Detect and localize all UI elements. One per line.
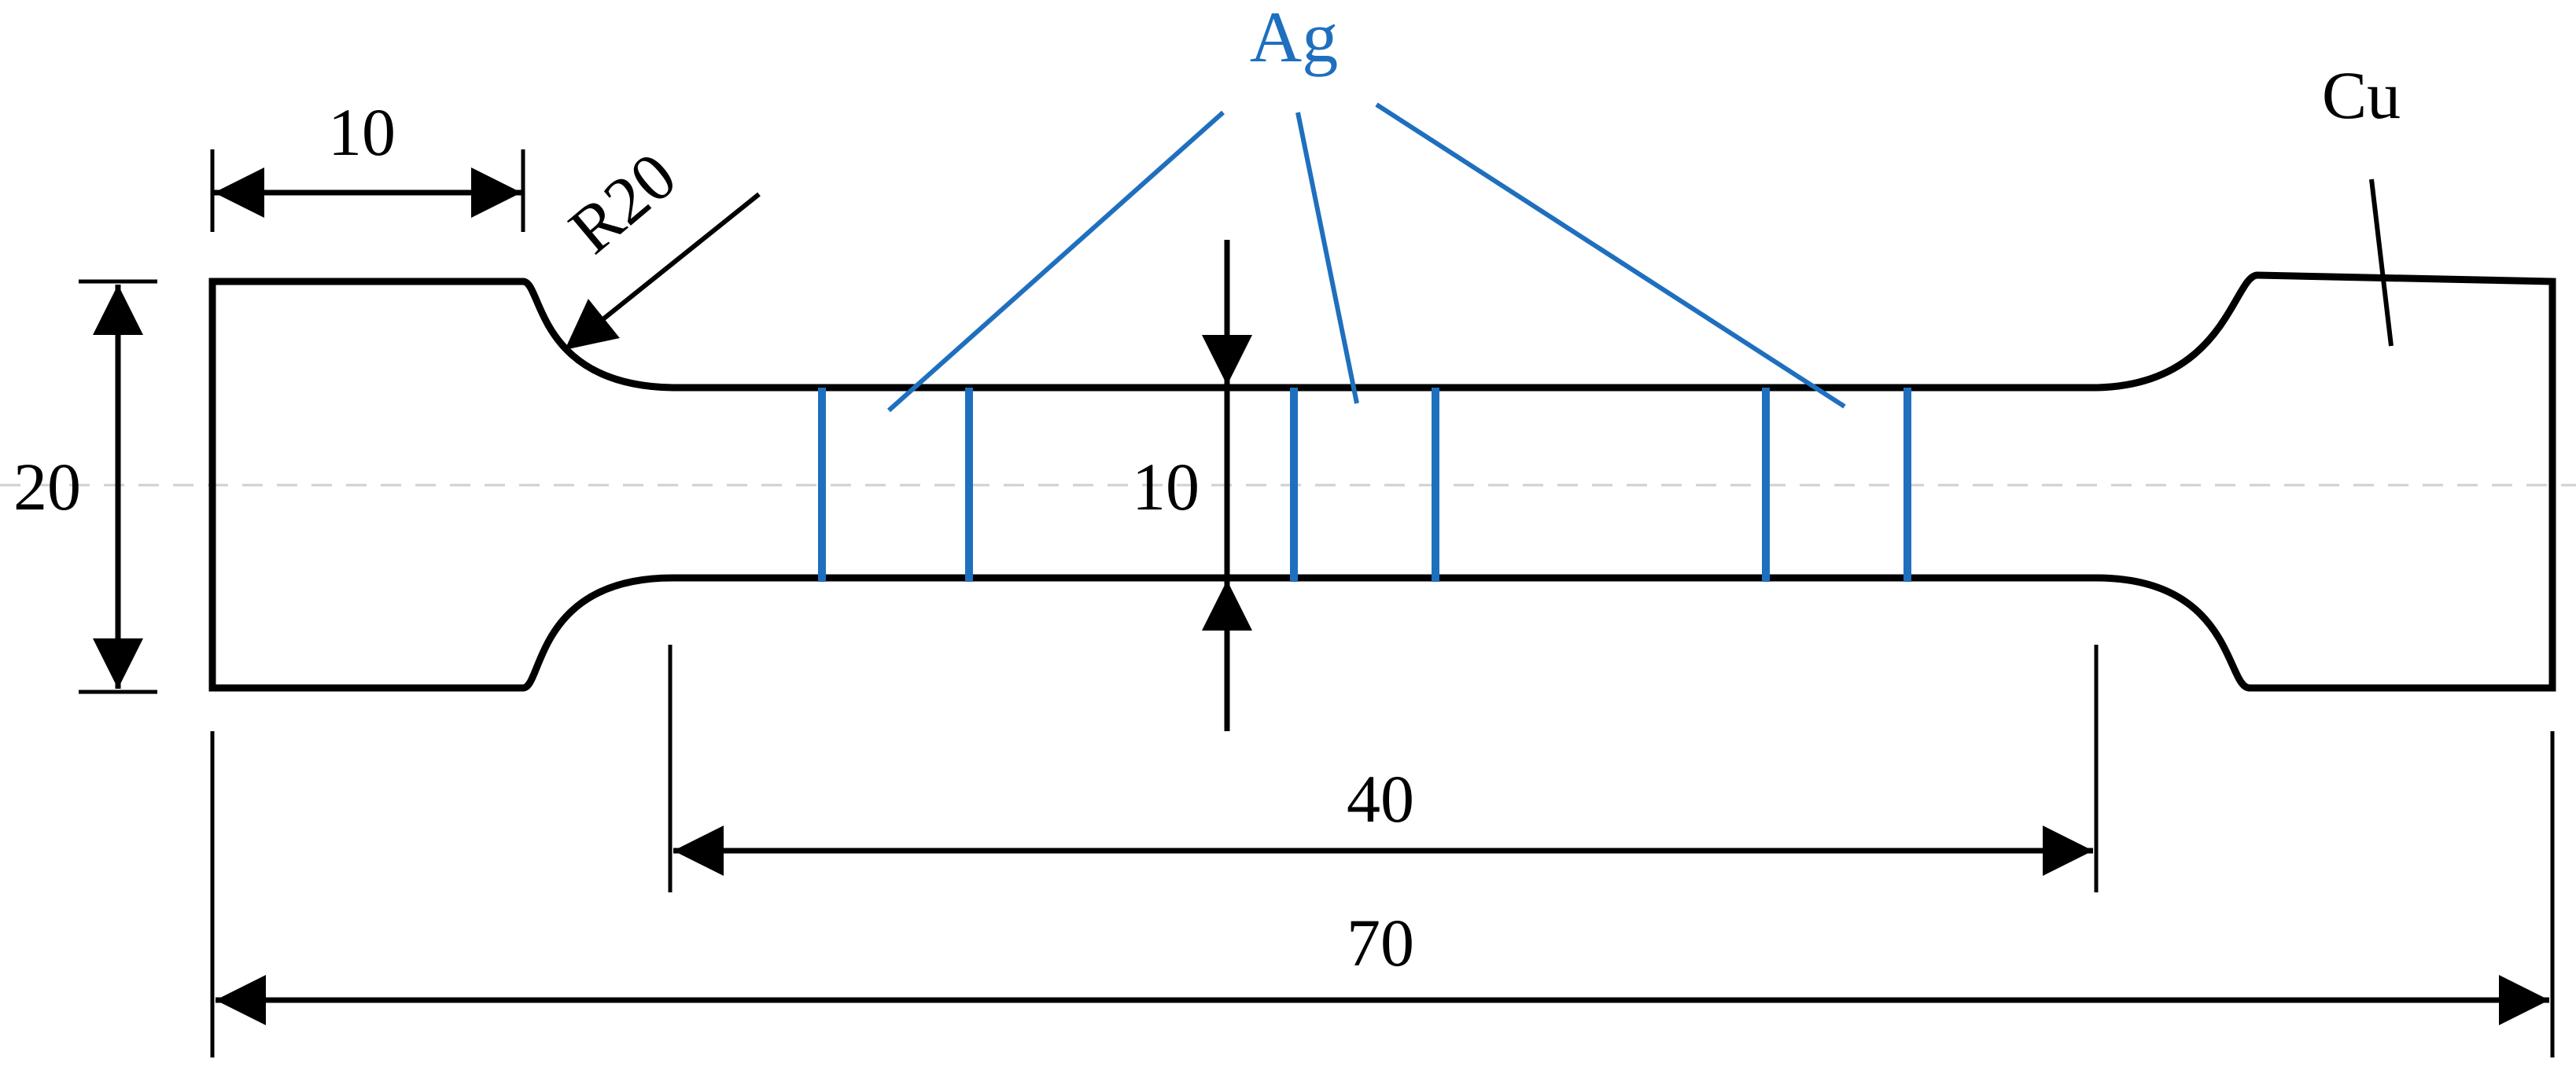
silver-leaders bbox=[887, 102, 1846, 413]
total-length-label: 70 bbox=[1347, 905, 1414, 980]
silver-leader bbox=[887, 110, 1225, 413]
specimen-outline bbox=[208, 271, 2556, 692]
radius-leader bbox=[563, 192, 761, 352]
gauge-length-dimension: 40 bbox=[668, 645, 2099, 892]
grip-width-dimension: 20 bbox=[13, 279, 157, 694]
silver-label: Ag bbox=[1250, 0, 1338, 77]
grip-length-dimension: 10 bbox=[210, 94, 525, 232]
radius-label: R20 bbox=[555, 138, 691, 268]
gauge-width-dimension: 10 bbox=[1132, 240, 1252, 731]
silver-strips bbox=[818, 388, 1911, 582]
copper-leader bbox=[2369, 178, 2394, 347]
copper-label: Cu bbox=[2322, 57, 2401, 133]
grip-length-label: 10 bbox=[328, 94, 396, 170]
silver-leader bbox=[1295, 112, 1359, 404]
total-length-dimension: 70 bbox=[210, 731, 2555, 1057]
gauge-width-label: 10 bbox=[1132, 449, 1200, 524]
silver-leader bbox=[1375, 102, 1846, 409]
grip-width-label: 20 bbox=[13, 449, 81, 524]
gauge-length-label: 40 bbox=[1347, 761, 1414, 837]
